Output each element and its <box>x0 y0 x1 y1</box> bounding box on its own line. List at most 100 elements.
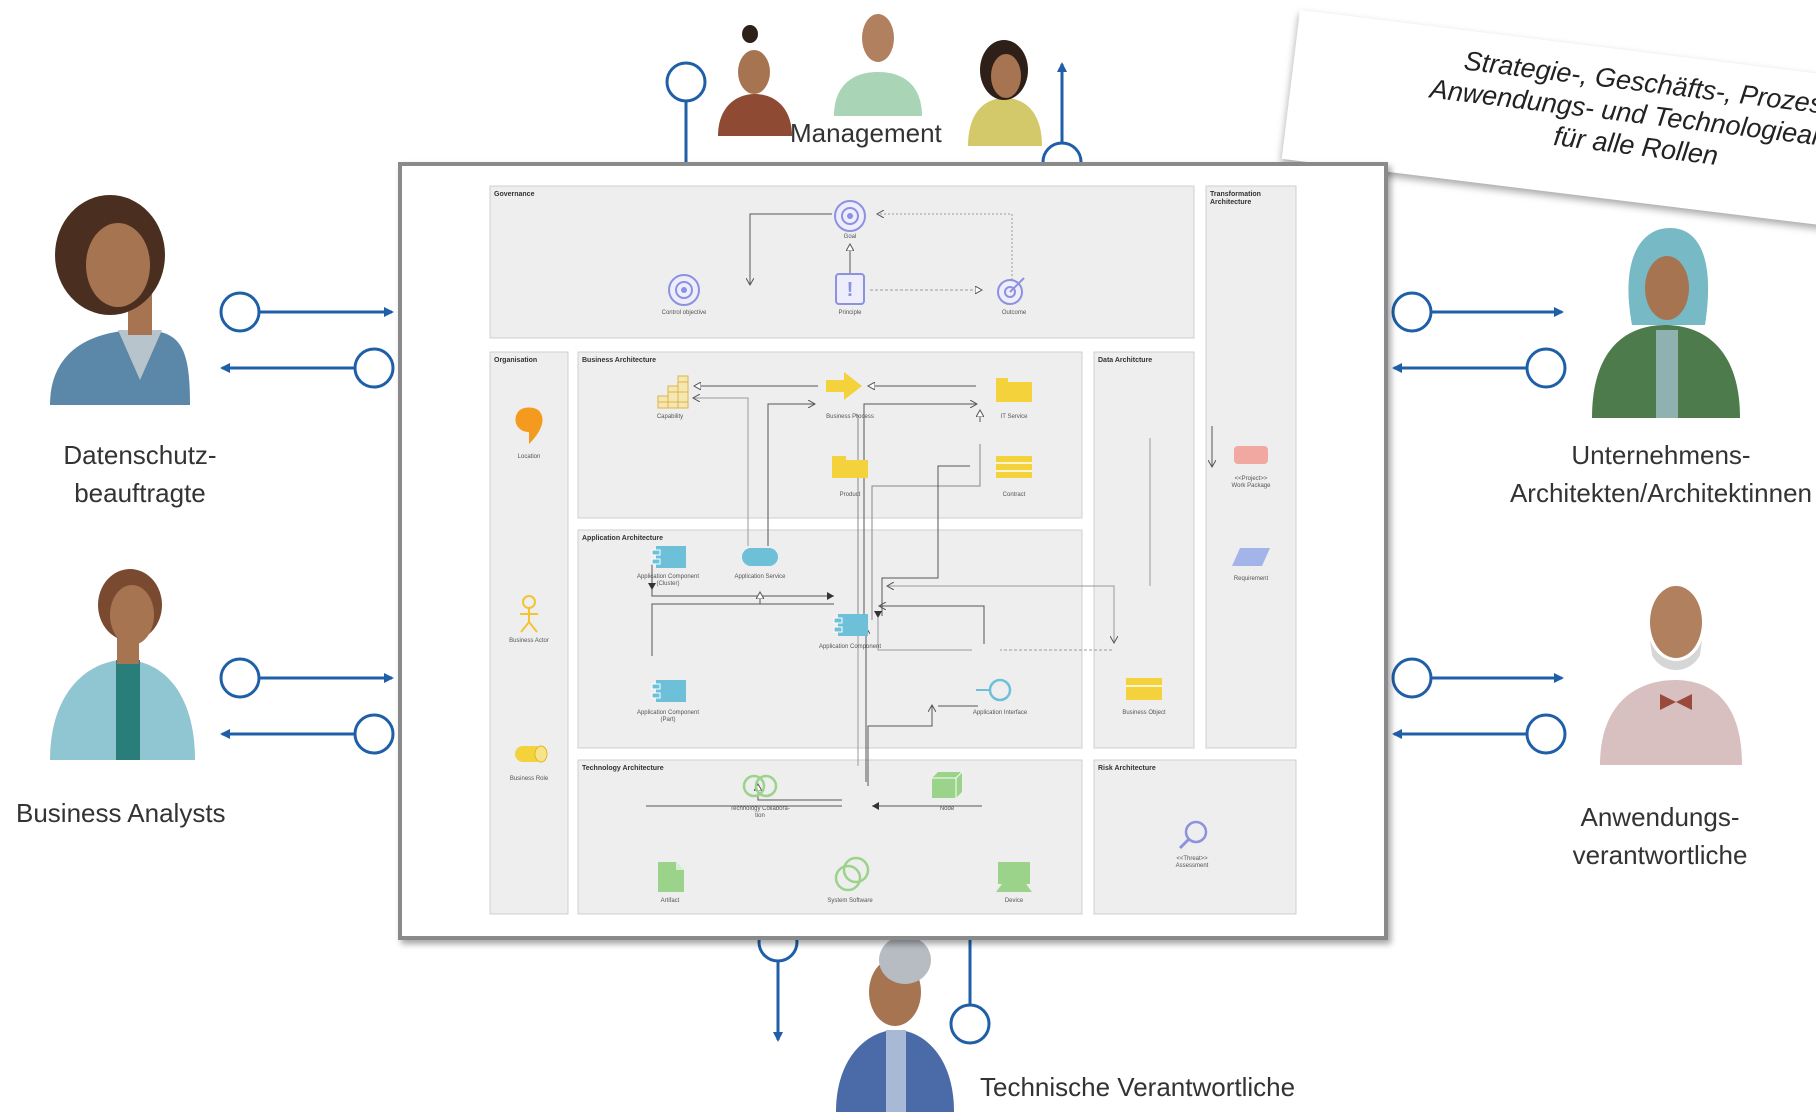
role-label-privacy-officer: Datenschutz- beauftragte <box>40 436 240 512</box>
element-label: Location <box>518 454 541 460</box>
element-label: (Cluster) <box>656 581 679 587</box>
control-objective-icon: Control objective <box>662 274 707 316</box>
tech-collaboration-icon: Technology Collabora- tion <box>730 774 790 819</box>
element-label: Artifact <box>661 898 680 904</box>
element-label: Business Process <box>826 414 874 420</box>
node-icon: Node <box>932 771 963 812</box>
role-label-technical-owners: Technische Verantwortliche <box>980 1072 1296 1102</box>
role-label-enterprise-architects: Unternehmens- Architekten/Architektinnen <box>1496 436 1816 512</box>
connectors <box>646 214 1212 810</box>
person-privacy-officer-avatar <box>50 195 190 405</box>
location-icon: Location <box>515 407 543 460</box>
element-label: <<Project>> <box>1235 476 1268 482</box>
section-title: Application Architecture <box>582 535 663 542</box>
element-label: Application Component <box>637 710 699 716</box>
business-object-icon: Business Object <box>1122 678 1166 716</box>
person-enterprise-architect-avatar <box>1592 228 1740 418</box>
goal-icon: Goal <box>834 200 866 240</box>
flow-analyst-out <box>220 713 395 755</box>
section-title: Transformation <box>1210 191 1261 198</box>
flow-privacy-out <box>220 347 395 389</box>
element-label: Application Component <box>637 574 699 580</box>
flow-architect-in <box>1391 291 1564 333</box>
element-label: Business Role <box>510 776 549 782</box>
section-organisation: Organisation <box>489 351 569 915</box>
flow-analyst-in <box>219 657 394 699</box>
section-title: Data Architcture <box>1098 357 1152 364</box>
system-software-icon: System Software <box>827 856 873 904</box>
element-label: Application Component <box>819 644 881 650</box>
element-label: <<Threat>> <box>1176 856 1208 862</box>
role-label-management: Management <box>790 118 942 148</box>
element-label: Assessment <box>1176 863 1209 869</box>
element-label: Control objective <box>662 310 707 316</box>
element-label: Product <box>840 492 861 498</box>
flow-appowner-out <box>1392 713 1567 755</box>
flow-technical-in <box>949 924 991 1045</box>
section-risk: Risk Architecture <box>1093 759 1297 915</box>
element-label: Outcome <box>1002 310 1027 316</box>
artifact-icon: Artifact <box>658 862 684 904</box>
app-service-icon: Application Service <box>734 548 786 580</box>
product-icon: Product <box>832 456 868 498</box>
principle-icon: ! Principle <box>835 273 865 316</box>
element-label: Business Object <box>1122 710 1166 716</box>
app-component-cluster-icon: Application Component (Cluster) <box>637 546 699 587</box>
business-process-icon: Business Process <box>826 372 874 420</box>
flow-privacy-in <box>219 291 394 333</box>
element-label: tion <box>755 813 765 819</box>
element-label: Goal <box>844 234 857 240</box>
role-label-line: beauftragte <box>74 478 206 508</box>
business-actor-icon: Business Actor <box>509 595 549 644</box>
element-label: Device <box>1005 898 1024 904</box>
device-icon: Device <box>996 862 1032 904</box>
threat-assessment-icon: <<Threat>> Assessment <box>1176 820 1209 869</box>
element-label: IT Service <box>1001 414 1029 420</box>
section-title: Business Architecture <box>582 357 656 364</box>
section-title: Technology Architecture <box>582 765 664 772</box>
app-interface-icon: Application Interface <box>973 678 1028 716</box>
flow-appowner-in <box>1391 657 1564 699</box>
element-label: Application Service <box>734 574 786 580</box>
role-label-business-analysts: Business Analysts <box>16 798 226 828</box>
app-component-part-icon: Application Component (Part) <box>637 680 699 723</box>
role-label-line: Datenschutz- <box>63 440 217 470</box>
element-label: Capability <box>657 414 683 420</box>
flow-technical-out <box>757 921 799 1042</box>
architecture-diagram: Governance Transformation Architecture O… <box>398 162 1388 940</box>
element-label: Technology Collabora- <box>730 806 790 812</box>
section-title: Organisation <box>494 357 537 364</box>
section-title: Risk Architecture <box>1098 765 1156 772</box>
person-technical-owner-avatar <box>836 936 954 1112</box>
capability-icon: Capability <box>657 375 689 420</box>
element-label: Work Package <box>1232 483 1272 489</box>
requirement-icon: Requirement <box>1232 548 1270 582</box>
person-business-analyst-avatar <box>50 569 195 760</box>
flow-architect-out <box>1392 347 1567 389</box>
outcome-icon: Outcome <box>997 277 1027 316</box>
element-label: System Software <box>827 898 873 904</box>
role-label-line: Anwendungs- <box>1580 802 1740 832</box>
section-transformation: Transformation Architecture <box>1205 185 1297 749</box>
flow-management-in <box>665 61 707 182</box>
app-component-icon: Application Component <box>819 614 881 650</box>
section-title: Architecture <box>1210 199 1251 206</box>
element-label: Principle <box>838 310 862 316</box>
section-title: Governance <box>494 191 535 198</box>
element-label: Contract <box>1003 492 1026 498</box>
role-label-line: Architekten/Architektinnen <box>1509 478 1813 508</box>
contract-icon: Contract <box>996 456 1032 498</box>
element-label: Business Actor <box>509 638 549 644</box>
person-management-group-avatar <box>718 14 1042 146</box>
person-application-owner-avatar <box>1600 586 1742 765</box>
element-label: Node <box>940 806 955 812</box>
element-label: Requirement <box>1234 576 1269 582</box>
role-label-application-owners: Anwendungs- verantwortliche <box>1560 798 1760 874</box>
element-label: Application Interface <box>973 710 1028 716</box>
work-package-icon: <<Project>> Work Package <box>1232 446 1272 489</box>
role-label-line: verantwortliche <box>1572 840 1748 870</box>
role-label-line: Unternehmens- <box>1571 440 1751 470</box>
business-role-icon: Business Role <box>510 745 549 782</box>
